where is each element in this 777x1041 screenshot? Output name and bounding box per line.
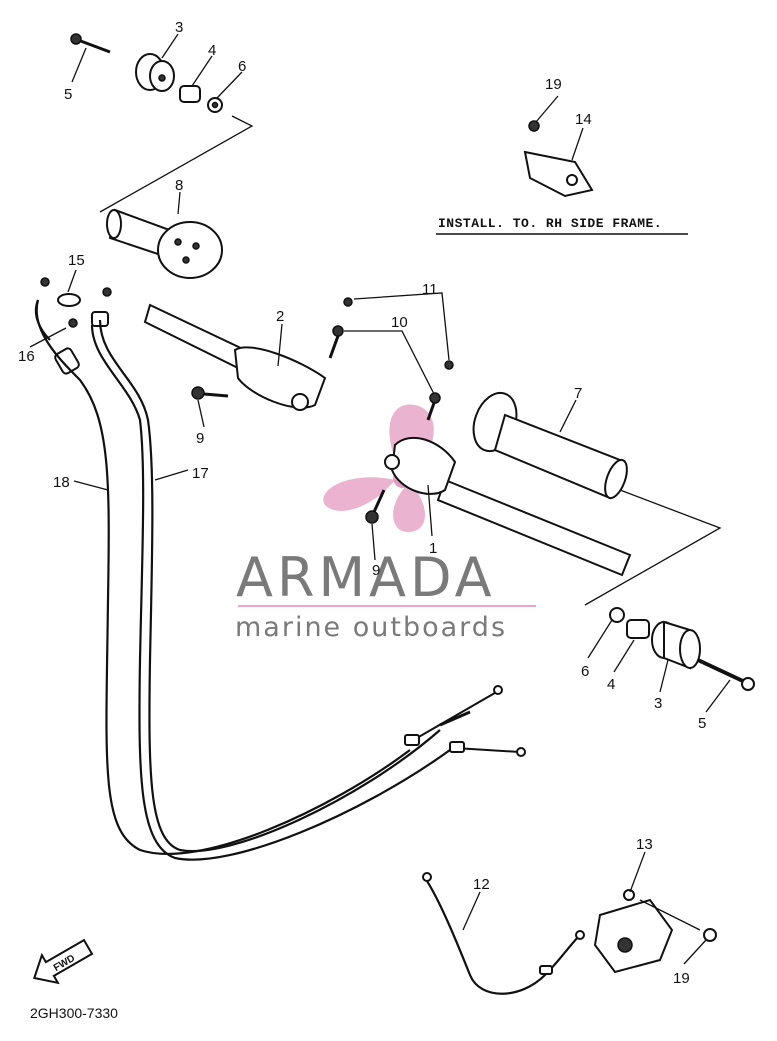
bolt-9-left	[191, 386, 229, 400]
cable-ends	[404, 685, 526, 757]
cable-17	[90, 319, 451, 861]
callout-leaders	[29, 33, 731, 965]
callout-11: 11	[422, 281, 438, 298]
screw-10	[328, 325, 441, 421]
callout-19-top: 19	[545, 76, 562, 93]
grip-7	[472, 391, 628, 500]
callout-12: 12	[473, 876, 490, 893]
bolt-5-bottom	[697, 658, 755, 691]
callout-3-bottom: 3	[654, 695, 662, 712]
callout-6-bottom: 6	[581, 663, 589, 680]
bolt-5-top	[70, 33, 111, 54]
weight-3-bottom	[651, 620, 701, 670]
watermark-brand: ARMADA	[236, 546, 496, 609]
install-note: INSTALL. TO. RH SIDE FRAME.	[438, 216, 662, 231]
watermark-tagline: marine outboards	[235, 612, 507, 643]
collar-4-bottom	[626, 619, 650, 639]
leader-11	[353, 292, 450, 361]
callout-9-right: 9	[372, 562, 380, 579]
callout-5-bottom: 5	[698, 715, 706, 732]
callout-8: 8	[175, 177, 183, 194]
handlebar-2	[143, 303, 327, 411]
diagram-code: 2GH300-7330	[30, 1005, 118, 1021]
leader-group-top	[99, 115, 254, 213]
callout-19-bottom: 19	[673, 970, 690, 987]
callout-labels: 1 2 3 3 4 4 5 5 6 6 7 8 9 9 10 11 12 13 …	[18, 19, 706, 987]
screw-11	[343, 297, 454, 370]
callout-15: 15	[68, 252, 85, 269]
callout-7: 7	[574, 385, 582, 402]
leader-10	[344, 330, 435, 395]
callout-18: 18	[53, 474, 70, 491]
handlebar-1	[384, 436, 632, 577]
callout-13: 13	[636, 836, 653, 853]
callout-4-bottom: 4	[607, 676, 615, 693]
cable-12	[422, 872, 585, 995]
fwd-arrow-icon: FWD	[32, 938, 94, 985]
callout-4-top: 4	[208, 42, 216, 59]
callout-2: 2	[276, 308, 284, 325]
callout-9-left: 9	[196, 430, 204, 447]
adjuster-15-16	[40, 277, 112, 375]
collar-4-top	[179, 85, 201, 103]
callout-17: 17	[192, 465, 209, 482]
weight-3-top	[135, 53, 175, 92]
callout-16: 16	[18, 348, 35, 365]
callout-3-top: 3	[175, 19, 183, 36]
leader-group-right	[584, 489, 722, 606]
bolt-9-right	[365, 489, 386, 524]
nut-6-top	[207, 97, 223, 113]
callout-5-top: 5	[64, 86, 72, 103]
callout-10: 10	[391, 314, 408, 331]
nut-6-bottom	[609, 607, 625, 623]
callout-14: 14	[575, 111, 592, 128]
bracket-14	[523, 120, 594, 198]
lever-13	[593, 889, 717, 974]
callout-1: 1	[429, 540, 437, 557]
callout-6-top: 6	[238, 58, 246, 75]
throttle-grip-8	[106, 208, 223, 279]
